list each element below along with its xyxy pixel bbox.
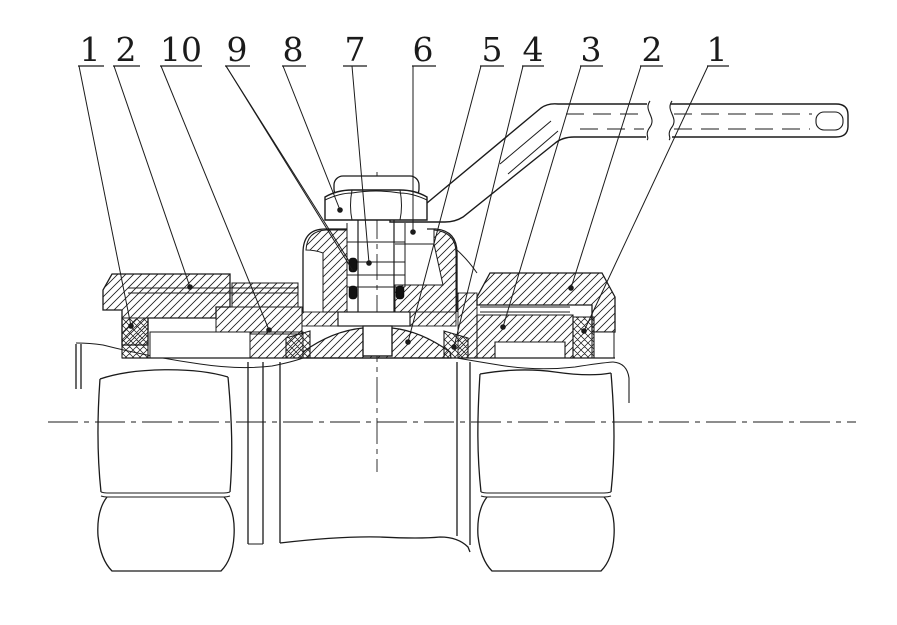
callout-label-7-5: 7 [345, 30, 366, 69]
callout-label-2-10: 2 [642, 30, 663, 69]
right-thread-lines [480, 306, 570, 313]
callout-label-3-9: 3 [581, 30, 602, 69]
leader-dot [500, 324, 506, 330]
leader-dot [266, 327, 272, 333]
leader-dot [410, 229, 416, 235]
leader-line [583, 65, 709, 332]
leader-line [570, 65, 642, 289]
left-bore [149, 331, 251, 359]
callout-label-8-4: 8 [283, 30, 304, 69]
packing-nut-facets [324, 189, 428, 221]
stem-tang [362, 325, 393, 357]
callout-label-2-1: 2 [116, 30, 137, 69]
break-line-left [75, 342, 304, 369]
leader-line [78, 65, 132, 327]
handle-end-slot [815, 111, 844, 131]
callout-label-10-2: 10 [160, 30, 202, 69]
left-hex-connector [97, 369, 235, 572]
leader-dot [581, 328, 587, 334]
callout-label-9-3: 9 [227, 30, 248, 69]
bonnet-left-section [305, 229, 348, 313]
callout-label-1-11: 1 [707, 30, 728, 69]
leader-line [351, 65, 370, 264]
right-tailpiece [476, 314, 574, 359]
leader-line [407, 65, 482, 343]
bonnet-right-section [394, 229, 457, 313]
external-view [75, 342, 630, 572]
centerlines [48, 172, 856, 472]
packing-ring-upper-left [348, 257, 358, 273]
leader-line [113, 65, 191, 288]
callout-label-1-0: 1 [80, 30, 101, 69]
leader-dot [405, 339, 411, 345]
stem-flange [337, 311, 411, 327]
body-tube [247, 362, 471, 553]
bonnet-neck [302, 228, 458, 312]
callout-label-6-6: 6 [413, 30, 434, 69]
handle [389, 100, 849, 223]
handle-bend-lines [499, 120, 559, 175]
body-band-left [301, 311, 339, 327]
body-band-right [409, 311, 457, 327]
packing-ring-lower-right [395, 285, 405, 300]
right-pipe-stub [612, 361, 630, 403]
leader-dot [568, 285, 574, 291]
handle-break-squiggle [646, 100, 675, 141]
leader-dot [451, 344, 457, 350]
right-hex-connector [477, 369, 615, 572]
leader-dot [187, 284, 193, 290]
leader-dot [366, 260, 372, 266]
right-gasket [572, 316, 595, 359]
leader-dot [337, 207, 343, 213]
left-gasket [121, 317, 149, 359]
right-bore [591, 331, 615, 359]
leader-dot [128, 323, 134, 329]
callout-label-5-7: 5 [482, 30, 503, 69]
section-view [102, 175, 616, 359]
leader-line [502, 65, 582, 328]
handle-outline [389, 103, 849, 223]
packing-ring-lower-left [348, 285, 358, 300]
leader-line [225, 65, 354, 272]
leader-line [453, 65, 524, 348]
left-pipe-stub [75, 344, 82, 389]
leader-line [282, 65, 341, 211]
callout-label-4-8: 4 [523, 30, 544, 69]
leader-line [160, 65, 270, 331]
packing-rings [348, 257, 405, 300]
body-right-surface [456, 249, 478, 274]
break-line-right [456, 357, 614, 370]
left-thread-lines [128, 287, 298, 294]
